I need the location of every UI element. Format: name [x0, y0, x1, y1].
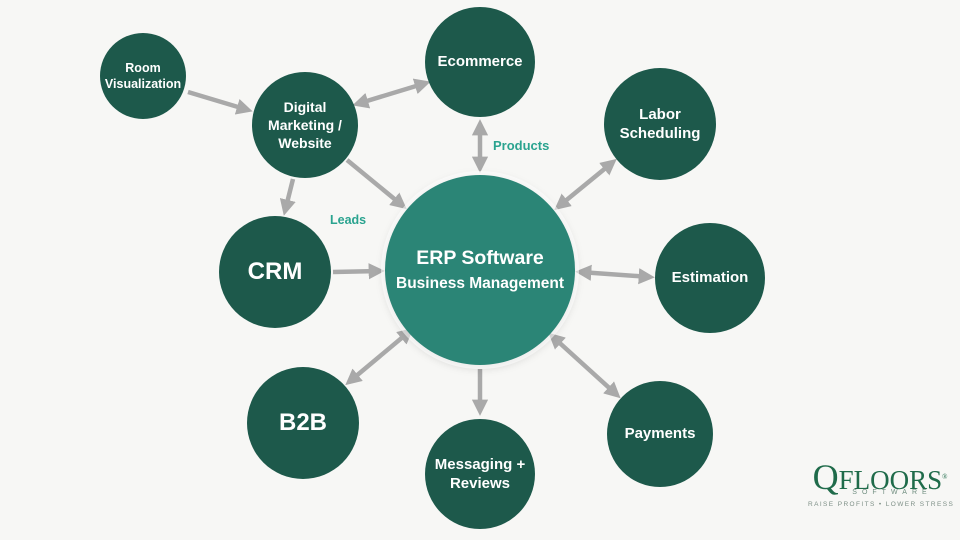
- qfloors-logo-tagline: RAISE PROFITS • LOWER STRESS: [808, 501, 955, 508]
- node-estimation: Estimation: [655, 223, 765, 333]
- edge-label-products: Products: [493, 138, 550, 153]
- node-payments: Payments: [607, 381, 713, 487]
- node-crm: CRM: [219, 216, 331, 328]
- center-subtitle: Business Management: [396, 275, 564, 293]
- arrow-digitalmarketing-ecommerce: [352, 78, 431, 109]
- arrow-digitalmarketing-to-crm: [279, 178, 296, 216]
- qfloors-logo-software-text: SOFTWARE: [852, 489, 932, 496]
- arrow-estimation-center: [575, 264, 655, 285]
- node-digital-marketing-website-label: Digital Marketing / Website: [268, 98, 342, 152]
- node-estimation-label: Estimation: [671, 269, 749, 287]
- arrow-crm-to-center: [332, 263, 385, 280]
- node-ecommerce-label: Ecommerce: [437, 53, 523, 71]
- qfloors-logo-brand-text: QFLOORS: [812, 457, 943, 497]
- node-labor-scheduling-label: Labor Scheduling: [619, 105, 701, 143]
- edge-label-leads: Leads: [330, 213, 367, 227]
- arrow-digitalmarketing-to-center: [345, 158, 407, 210]
- node-b2b-label: B2B: [278, 409, 327, 437]
- node-b2b: B2B: [247, 367, 359, 479]
- node-messaging-reviews-label: Messaging + Reviews: [434, 455, 526, 493]
- arrow-b2b-center: [345, 327, 414, 386]
- node-payments-label: Payments: [624, 425, 696, 443]
- arrow-laborscheduling-center: [554, 158, 617, 211]
- node-erp-software-center: ERP Software Business Management: [385, 175, 575, 365]
- node-labor-scheduling: Labor Scheduling: [604, 68, 716, 180]
- node-messaging-reviews: Messaging + Reviews: [425, 419, 535, 529]
- node-crm-label: CRM: [247, 258, 303, 286]
- node-digital-marketing-website: Digital Marketing / Website: [252, 72, 358, 178]
- node-room-visualization: Room Visualization: [100, 33, 186, 119]
- node-ecommerce: Ecommerce: [425, 7, 535, 117]
- arrow-roomviz-to-digitalmarketing: [187, 89, 253, 115]
- qfloors-logo: QFLOORS® SOFTWARE RAISE PROFITS • LOWER …: [808, 457, 955, 509]
- registered-mark: ®: [942, 473, 948, 481]
- node-room-visualization-label: Room Visualization: [104, 60, 182, 91]
- qfloors-logo-brand: QFLOORS®: [808, 457, 952, 497]
- center-title: ERP Software: [416, 246, 544, 269]
- arrow-center-payments: [548, 332, 621, 399]
